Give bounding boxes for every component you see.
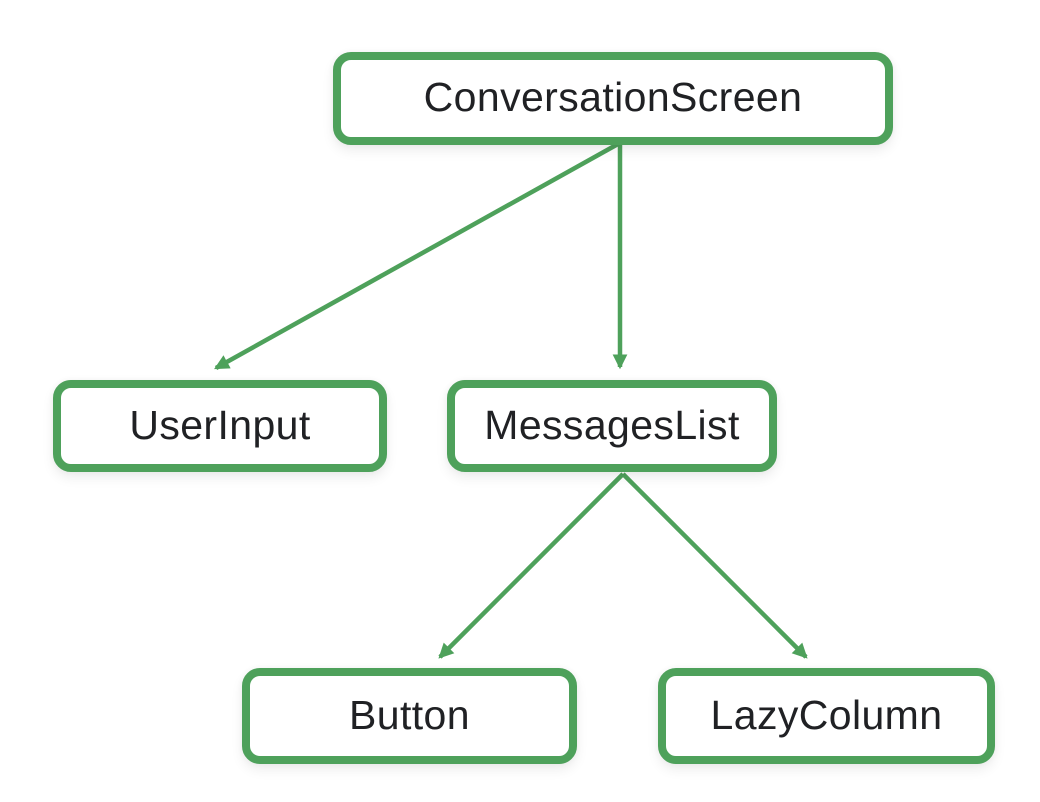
edge-messageslist-button [438, 472, 625, 659]
node-conversation-screen: ConversationScreen [333, 52, 893, 145]
edge-conversationscreen-userinput [214, 142, 620, 370]
node-lazy-column: LazyColumn [658, 668, 995, 764]
node-user-input-label: UserInput [129, 401, 311, 448]
edge-messageslist-lazycolumn [621, 472, 808, 659]
node-button-label: Button [349, 691, 470, 738]
node-button: Button [242, 668, 577, 764]
node-user-input: UserInput [53, 380, 387, 472]
node-messages-list: MessagesList [447, 380, 777, 472]
node-lazy-column-label: LazyColumn [710, 691, 943, 738]
node-messages-list-label: MessagesList [484, 401, 740, 448]
node-conversation-screen-label: ConversationScreen [423, 74, 803, 120]
